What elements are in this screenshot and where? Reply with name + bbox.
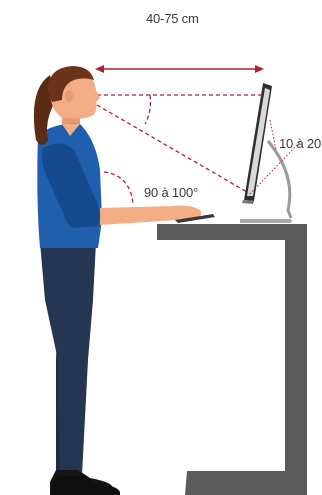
monitor	[240, 83, 292, 223]
distance-arrow	[95, 65, 264, 73]
person	[34, 66, 201, 495]
distance-label: 40-75 cm	[146, 11, 199, 26]
elbow-angle-label: 90 à 100°	[144, 185, 198, 200]
standing-desk	[157, 224, 307, 495]
elbow-angle-arc	[104, 172, 133, 204]
screen-tilt-label: 10 à 20°	[279, 136, 322, 151]
sight-lines	[97, 95, 264, 192]
